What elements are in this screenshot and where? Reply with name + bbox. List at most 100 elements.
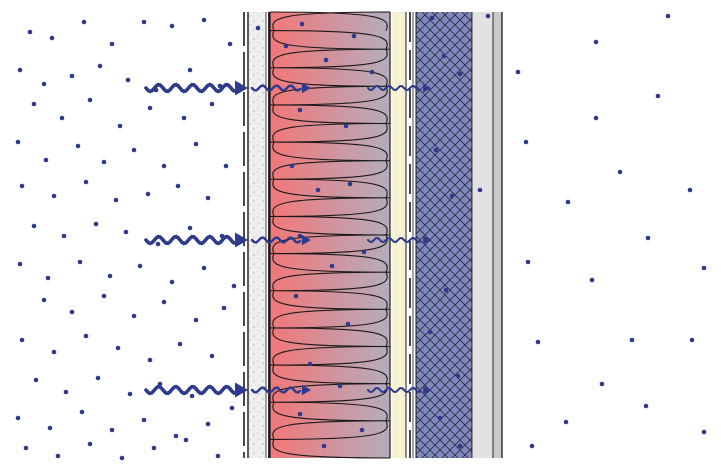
vapour-dot-icon [565, 199, 571, 205]
vapour-dot-icon [193, 317, 199, 323]
vapour-dot-icon [109, 427, 115, 433]
vapour-dot-icon [189, 393, 195, 399]
vapour-dot-icon [427, 329, 433, 335]
vapour-dot-icon [205, 195, 211, 201]
vapour-dot-icon [145, 191, 151, 197]
vapour-dot-icon [81, 19, 87, 25]
vapour-dot-icon [429, 15, 435, 21]
vapour-dot-icon [255, 25, 261, 31]
vapour-dot-icon [79, 409, 85, 415]
vapour-dot-icon [127, 391, 133, 397]
vapour-dot-icon [75, 143, 81, 149]
vapour-dot-icon [173, 433, 179, 439]
vapour-dot-icon [123, 229, 129, 235]
vapour-dot-icon [87, 441, 93, 447]
vapour-dot-icon [15, 415, 21, 421]
vapour-dot-icon [119, 455, 125, 461]
vapour-dot-icon [529, 443, 535, 449]
vapour-dot-icon [61, 233, 67, 239]
external-cladding-layer [473, 12, 503, 458]
vapour-dot-icon [41, 81, 47, 87]
vapour-dot-icon [27, 29, 33, 35]
vapour-dot-icon [101, 293, 107, 299]
vapour-dot-icon [147, 357, 153, 363]
vapour-dot-icon [361, 249, 367, 255]
vapour-dot-icon [535, 339, 541, 345]
vapour-dot-icon [477, 187, 483, 193]
vapour-dot-icon [329, 263, 335, 269]
vapour-dot-icon [449, 193, 455, 199]
vapour-dot-icon [45, 275, 51, 281]
vapour-dot-icon [69, 73, 75, 79]
vapour-dot-icon [525, 259, 531, 265]
vapour-dot-icon [343, 123, 349, 129]
vapour-dot-icon [109, 41, 115, 47]
vapour-dot-icon [59, 115, 65, 121]
vapour-dot-icon [47, 425, 53, 431]
vapour-dot-icon [231, 283, 237, 289]
vapour-dot-icon [131, 147, 137, 153]
heat-flow-arrow-icon [144, 232, 431, 248]
vapour-dot-icon [563, 419, 569, 425]
vapour-dot-icon [701, 265, 707, 271]
vapour-dot-icon [283, 43, 289, 49]
vapour-dot-icon [169, 23, 175, 29]
vapour-dot-icon [63, 389, 69, 395]
vapour-dot-icon [101, 159, 107, 165]
vapour-dot-icon [337, 383, 343, 389]
vapour-dot-icon [315, 187, 321, 193]
vapour-dot-icon [31, 101, 37, 107]
vapour-dot-icon [151, 445, 157, 451]
vapour-dot-icon [23, 445, 29, 451]
vapour-dot-icon [457, 443, 463, 449]
vapour-dot-icon [161, 299, 167, 305]
vapour-dot-icon [687, 187, 693, 193]
vapour-dot-icon [125, 77, 131, 83]
vapour-dot-icon [41, 297, 47, 303]
vapour-dot-icon [299, 21, 305, 27]
vapour-dot-icon [297, 233, 303, 239]
vapour-dot-icon [297, 107, 303, 113]
vapour-dot-icon [17, 261, 23, 267]
vapour-dot-icon [31, 223, 37, 229]
vapour-dot-icon [69, 309, 75, 315]
vapour-dot-icon [665, 13, 671, 19]
vapour-dot-icon [183, 437, 189, 443]
vapour-dot-icon [93, 221, 99, 227]
vapour-dot-icon [205, 421, 211, 427]
vapour-dot-icon [323, 57, 329, 63]
vapour-dot-icon [643, 403, 649, 409]
vapour-dot-icon [95, 375, 101, 381]
vapour-dot-icon [223, 163, 229, 169]
vapour-dot-icon [155, 241, 161, 247]
vapour-dot-icon [359, 427, 365, 433]
vapour-dot-icon [161, 163, 167, 169]
vapour-dot-icon [321, 443, 327, 449]
vapour-dot-icon [209, 101, 215, 107]
vapour-dot-icon [629, 337, 635, 343]
vapour-dot-icon [15, 139, 21, 145]
vapour-dot-icon [443, 287, 449, 293]
heat-flow-arrow-icon [144, 382, 431, 398]
vapour-dot-icon [345, 321, 351, 327]
vapour-dot-icon [307, 361, 313, 367]
vapour-dot-icon [229, 405, 235, 411]
vapour-dot-icon [137, 263, 143, 269]
vapour-dot-icon [293, 293, 299, 299]
vapour-dot-icon [645, 235, 651, 241]
vapour-dot-icon [351, 33, 357, 39]
vapour-dot-icon [97, 63, 103, 69]
vapour-dot-icon [141, 19, 147, 25]
vapour-dot-icon [115, 345, 121, 351]
vapour-dot-icon [55, 453, 61, 459]
vapour-dot-icon [347, 181, 353, 187]
vapour-dot-icon [177, 341, 183, 347]
interior-finish-layer [247, 12, 267, 458]
vapour-dot-icon [289, 163, 295, 169]
heat-flow-arrows [144, 80, 431, 398]
vapour-dot-icon [485, 13, 491, 19]
vapour-dot-icon [87, 97, 93, 103]
vapour-dot-icon [43, 157, 49, 163]
